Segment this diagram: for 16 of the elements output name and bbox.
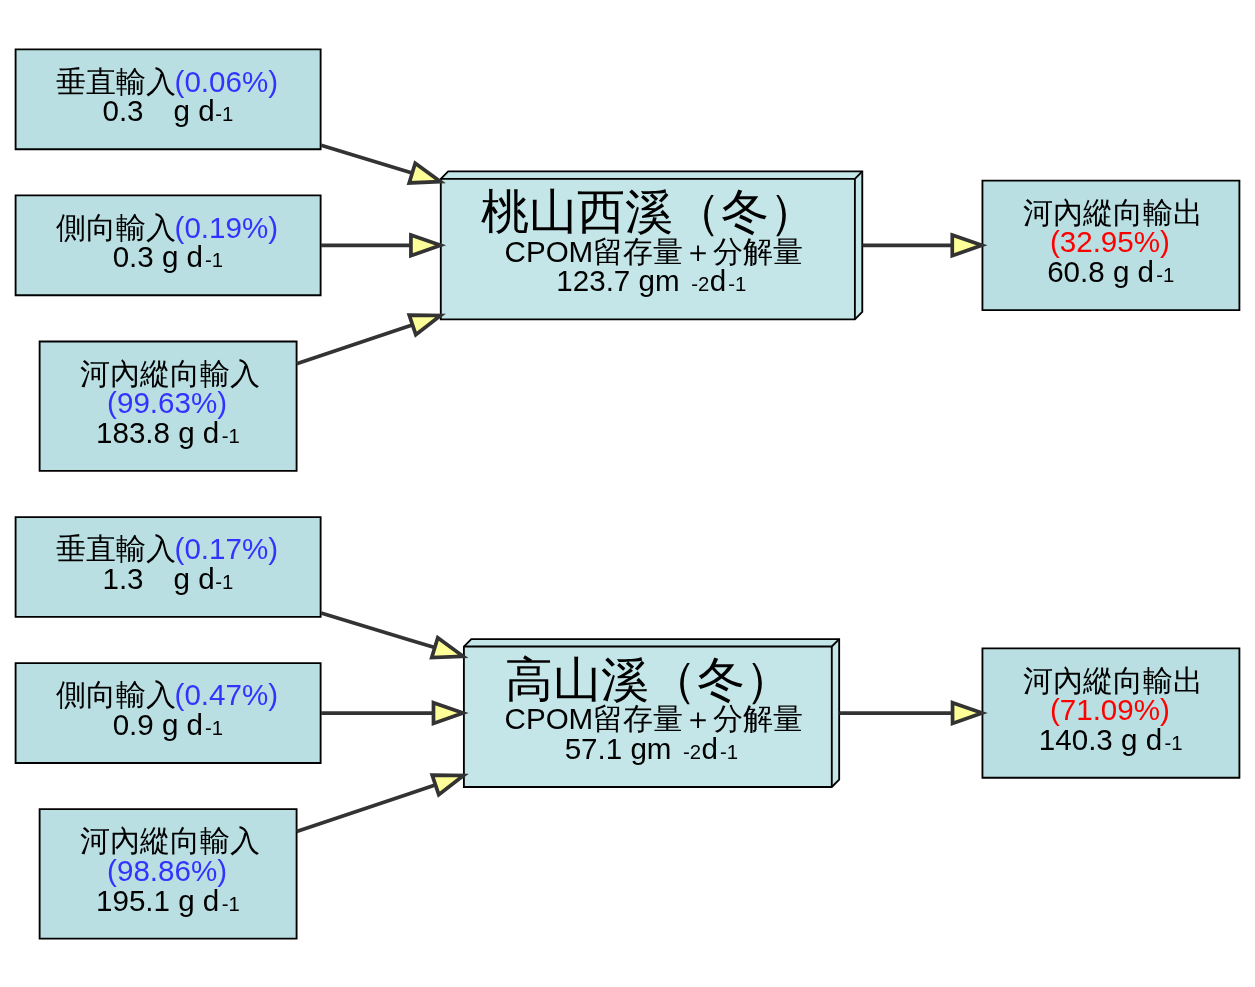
arrow xyxy=(321,699,469,726)
arrow xyxy=(320,610,469,659)
node-box: 河內縱向輸出 (32.95%) 60.8 g d-1 xyxy=(981,179,1241,311)
arrow xyxy=(321,231,447,258)
node-box: 垂直輸入(0.17%) 1.3 g d-1 xyxy=(14,515,322,618)
node-box: 側向輸入(0.47%) 0.9 g d-1 xyxy=(14,661,322,764)
arrow xyxy=(296,772,469,833)
arrow xyxy=(320,143,446,185)
arrow xyxy=(862,231,988,258)
node-box: 河內縱向輸入 (98.86%) 195.1 g d-1 xyxy=(38,807,298,940)
node-box: 河內縱向輸出 (71.09%) 140.3 g d-1 xyxy=(981,646,1241,779)
node-box: 河內縱向輸入 (99.63%) 183.8 g d-1 xyxy=(38,340,298,472)
arrow xyxy=(296,312,446,365)
node-box: 垂直輸入(0.06%) 0.3 g d-1 xyxy=(14,47,322,150)
arrow xyxy=(839,699,988,726)
node-box: 側向輸入(0.19%) 0.3 g d-1 xyxy=(14,194,322,296)
